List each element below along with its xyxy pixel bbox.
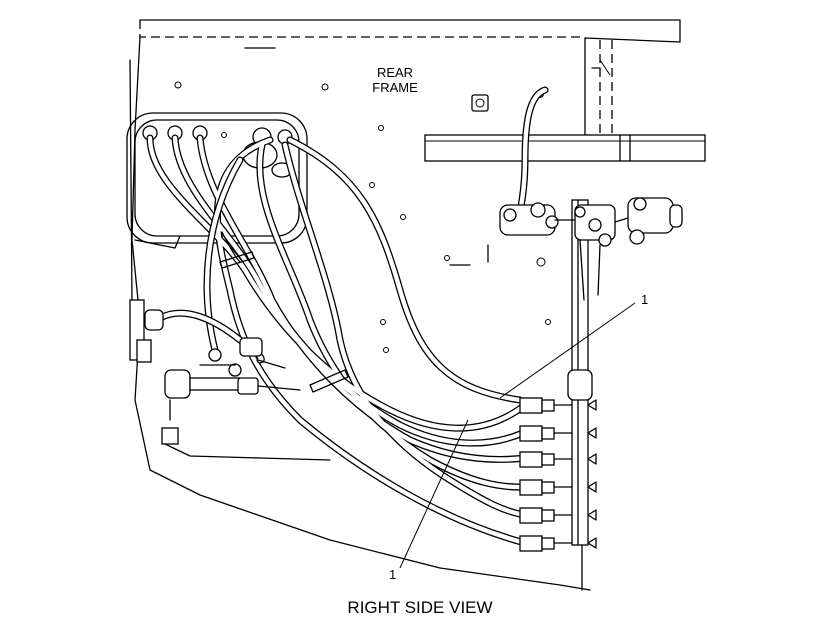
hose-end-fittings [519,397,597,552]
frame-label-line2: FRAME [372,80,418,95]
callout-number: 1 [641,292,648,307]
callout-number: 1 [389,567,396,582]
frame-bolts [174,81,551,353]
callout-leaders [399,302,636,569]
hose-clamps [219,231,349,393]
access-opening [126,112,308,249]
cross-member [424,134,706,162]
rear-frame-outline [129,19,681,591]
manifold-bar [567,199,593,591]
left-fittings [129,299,331,461]
view-caption: RIGHT SIDE VIEW [347,598,492,617]
frame-label-line1: REAR [377,65,413,80]
valve-assembly [499,197,683,301]
hose-bundle [146,86,549,547]
